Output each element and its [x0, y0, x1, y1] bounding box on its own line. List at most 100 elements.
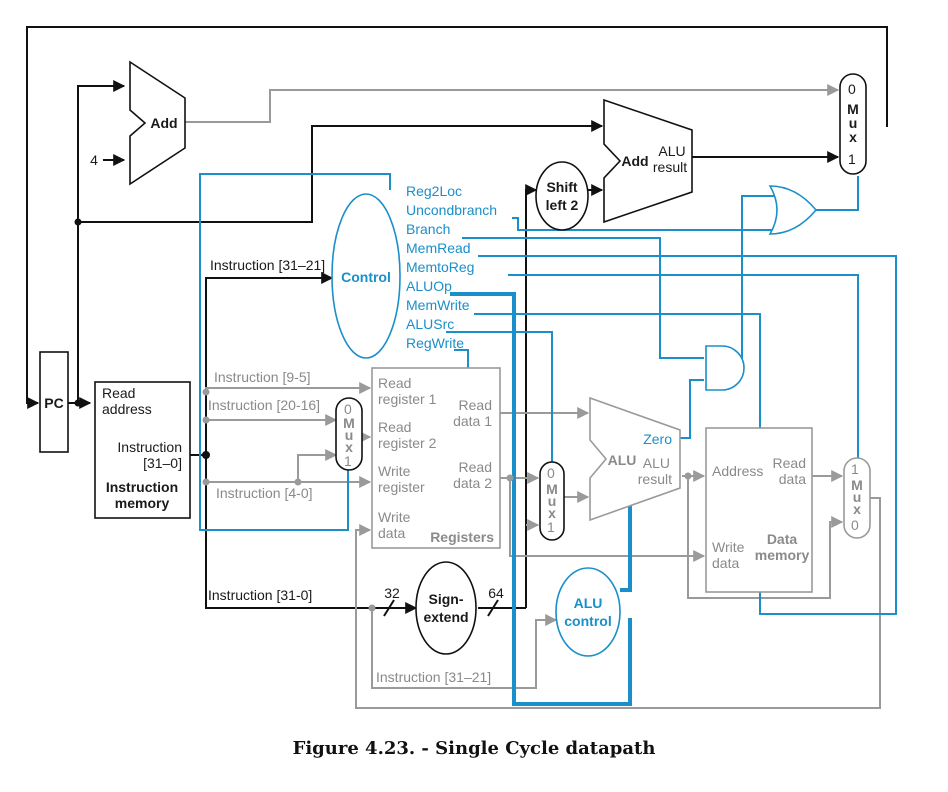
svg-text:M: M [851, 477, 863, 493]
svg-text:Instruction [20-16]: Instruction [20-16] [208, 397, 320, 413]
svg-text:ALU: ALU [643, 455, 670, 471]
wire-next-pc [26, 26, 888, 409]
signal-memwrite: MemWrite [406, 297, 470, 313]
svg-text:Instruction [4-0]: Instruction [4-0] [216, 485, 313, 501]
control-unit: Control [331, 193, 401, 359]
junction-dots [74, 218, 692, 612]
svg-text:ALU: ALU [658, 143, 685, 159]
or-gate [768, 185, 818, 235]
svg-text:extend: extend [423, 609, 468, 625]
wire-instr-4-0-mux [297, 449, 338, 482]
svg-text:M: M [847, 101, 859, 117]
register-file: Read register 1 Read register 2 Write re… [371, 367, 501, 549]
bus-width-tick-out [487, 599, 499, 617]
svg-text:Instruction: Instruction [106, 479, 178, 495]
svg-text:Read: Read [773, 455, 806, 471]
svg-text:Instruction [31–21]: Instruction [31–21] [376, 669, 491, 685]
signal-alusrc: ALUSrc [406, 316, 454, 332]
wire-instr-aluctrl [371, 608, 558, 689]
svg-text:result: result [638, 471, 672, 487]
svg-text:Instruction [31–21]: Instruction [31–21] [210, 257, 325, 273]
and-gate [705, 345, 745, 391]
svg-text:Instruction [31-0]: Instruction [31-0] [208, 587, 312, 603]
alu-control: ALU control [555, 567, 621, 657]
svg-text:control: control [564, 613, 611, 629]
svg-text:0: 0 [547, 465, 555, 481]
wire-instr-9-5 [205, 382, 372, 394]
svg-text:M: M [343, 415, 355, 431]
pc-source-mux: 0 M u x 1 [839, 73, 867, 175]
wire-alusrc [446, 331, 553, 462]
wire-aluop [450, 292, 632, 706]
svg-text:data 2: data 2 [453, 475, 492, 491]
svg-text:0: 0 [851, 517, 859, 533]
control-signal-labels: Reg2Loc Uncondbranch Branch MemRead Memt… [406, 183, 497, 351]
svg-text:x: x [853, 501, 861, 517]
svg-text:Instruction [9-5]: Instruction [9-5] [214, 369, 311, 385]
svg-text:result: result [653, 159, 687, 175]
signal-memtoreg: MemtoReg [406, 259, 474, 275]
svg-text:Read: Read [459, 459, 492, 475]
instruction-field-labels: Instruction [31–21] Instruction [9-5] In… [208, 257, 491, 685]
svg-text:memory: memory [115, 495, 170, 511]
svg-text:u: u [345, 427, 354, 443]
svg-text:ALU: ALU [608, 452, 637, 468]
svg-text:0: 0 [848, 81, 856, 97]
svg-text:u: u [853, 489, 862, 505]
branch-adder: Add ALU result [603, 98, 693, 224]
svg-text:u: u [849, 115, 858, 131]
svg-text:Sign-: Sign- [429, 591, 464, 607]
wire-memwrite [474, 313, 761, 428]
svg-text:1: 1 [344, 453, 352, 469]
bus-width-tick-in [383, 599, 395, 617]
svg-text:32: 32 [384, 585, 400, 601]
svg-text:Write: Write [378, 463, 411, 479]
signal-branch: Branch [406, 221, 450, 237]
signal-uncondbranch: Uncondbranch [406, 202, 497, 218]
svg-text:4: 4 [90, 152, 98, 168]
svg-text:Read: Read [378, 419, 411, 435]
svg-text:register 1: register 1 [378, 391, 437, 407]
wire-or-to-mux [816, 176, 859, 211]
wire-instr-signext [205, 455, 418, 614]
svg-text:data: data [378, 525, 405, 541]
svg-text:memory: memory [755, 547, 810, 563]
memtoreg-mux: 1 M u x 0 [843, 457, 871, 539]
svg-text:u: u [548, 493, 557, 509]
wire-pc-plus-four [185, 84, 840, 123]
svg-text:Read: Read [102, 385, 135, 401]
datapath-wires [26, 26, 888, 709]
wire-zero [676, 379, 704, 439]
sign-extend: Sign- extend 32 64 [383, 561, 504, 655]
svg-text:Shift: Shift [546, 179, 577, 195]
svg-text:Write: Write [378, 509, 411, 525]
figure-caption: Figure 4.23. - Single Cycle datapath [292, 738, 656, 759]
svg-text:1: 1 [851, 461, 859, 477]
reg2loc-mux: 0 M u x 1 [335, 397, 363, 471]
svg-text:Read: Read [459, 397, 492, 413]
signal-reg2loc: Reg2Loc [406, 183, 462, 199]
wire-read-data-2-mem [509, 478, 706, 562]
svg-text:Instruction: Instruction [117, 439, 182, 455]
svg-text:1: 1 [848, 151, 856, 167]
svg-text:x: x [548, 505, 556, 521]
wire-imm-to-shift [525, 184, 538, 608]
svg-text:address: address [102, 401, 152, 417]
pc-adder: Add 4 [90, 60, 186, 186]
svg-text:Read: Read [378, 375, 411, 391]
svg-text:data 1: data 1 [453, 413, 492, 429]
signal-aluop: ALUOp [406, 278, 452, 294]
wire-memtoreg [508, 274, 859, 458]
svg-text:x: x [345, 439, 353, 455]
svg-text:Registers: Registers [430, 529, 494, 545]
svg-text:register 2: register 2 [378, 435, 437, 451]
svg-text:Write: Write [712, 539, 745, 555]
svg-text:data: data [712, 555, 739, 571]
instruction-memory: Read address Instruction [31–0] Instruct… [94, 381, 191, 519]
svg-text:Add: Add [150, 115, 177, 131]
wire-pc-to-add [77, 80, 126, 403]
svg-text:Data: Data [767, 531, 798, 547]
shift-left-2: Shift left 2 [535, 161, 589, 231]
pc-label: PC [44, 395, 63, 411]
svg-text:[31–0]: [31–0] [143, 455, 182, 471]
